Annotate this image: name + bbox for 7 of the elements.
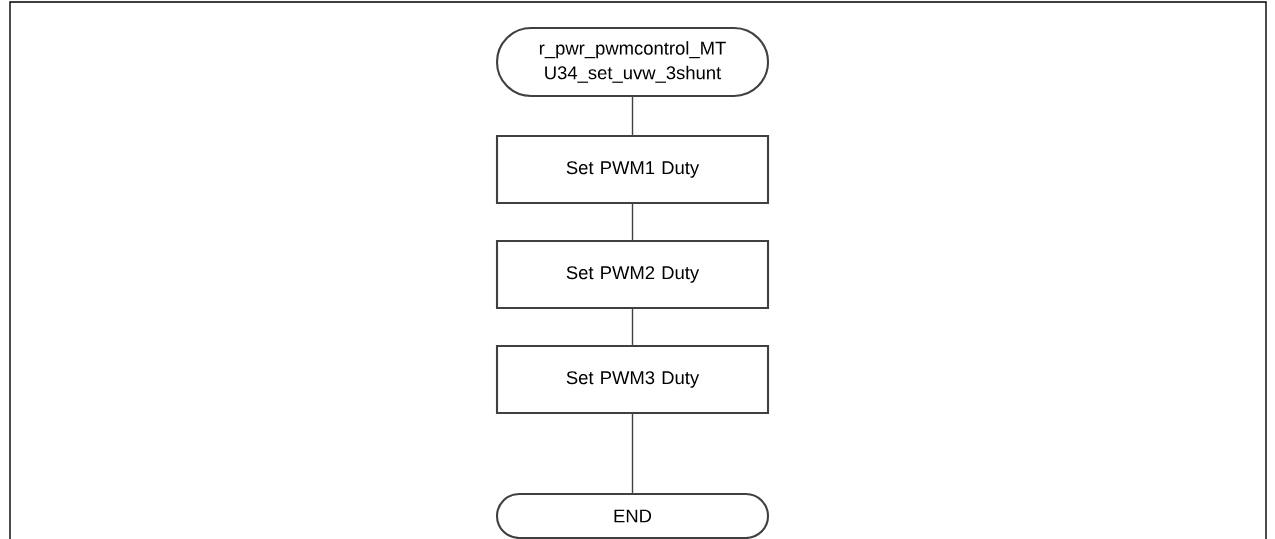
process-box: Set PWM3 Duty bbox=[495, 344, 770, 415]
connector-line bbox=[631, 203, 634, 241]
connector-line bbox=[631, 96, 634, 136]
process-box: Set PWM2 Duty bbox=[495, 239, 770, 310]
process-box: Set PWM1 Duty bbox=[495, 134, 770, 205]
connector-line bbox=[631, 308, 634, 346]
connector-line bbox=[631, 413, 634, 494]
